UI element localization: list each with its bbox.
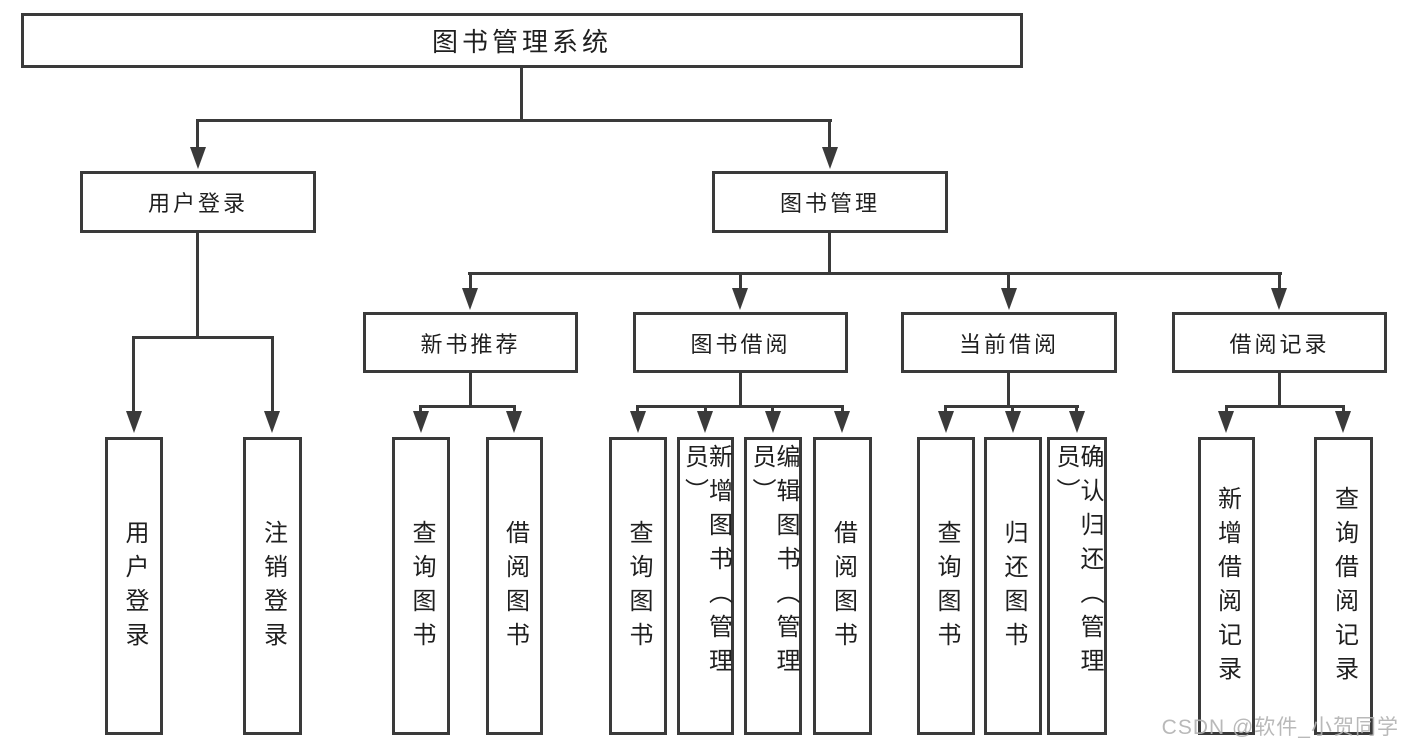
connector-line — [771, 405, 774, 414]
connector-line — [739, 373, 742, 408]
arrow-down-icon — [732, 288, 748, 310]
arrow-down-icon — [190, 147, 206, 169]
arrow-down-icon — [834, 411, 850, 433]
leaf-query-books-borrow: 查询图书 — [609, 437, 667, 735]
connector-line — [520, 68, 523, 122]
connector-line — [196, 119, 832, 122]
connector-line — [1011, 405, 1014, 414]
connector-line — [739, 272, 742, 290]
connector-line — [196, 119, 199, 150]
connector-line — [1007, 272, 1010, 290]
arrow-down-icon — [1005, 411, 1021, 433]
leaf-query-books-current: 查询图书 — [917, 437, 975, 735]
node-user-login: 用户登录 — [80, 171, 316, 233]
leaf-borrow-books: 借阅图书 — [813, 437, 872, 735]
arrow-down-icon — [126, 411, 142, 433]
connector-line — [469, 373, 472, 408]
node-current-borrow: 当前借阅 — [901, 312, 1117, 373]
arrow-down-icon — [822, 147, 838, 169]
arrow-down-icon — [413, 411, 429, 433]
connector-line — [271, 336, 274, 413]
connector-line — [1075, 405, 1078, 414]
connector-line — [636, 405, 639, 414]
leaf-return-book: 归还图书 — [984, 437, 1042, 735]
connector-line — [196, 233, 199, 339]
connector-line — [828, 119, 831, 150]
connector-line — [1278, 373, 1281, 408]
arrow-down-icon — [264, 411, 280, 433]
leaf-logout: 注销登录 — [243, 437, 302, 735]
connector-line — [841, 405, 844, 414]
arrow-down-icon — [1218, 411, 1234, 433]
connector-line — [1007, 373, 1010, 408]
arrow-down-icon — [765, 411, 781, 433]
arrow-down-icon — [630, 411, 646, 433]
leaf-user-login: 用户登录 — [105, 437, 163, 735]
connector-line — [132, 336, 135, 413]
arrow-down-icon — [1271, 288, 1287, 310]
connector-line — [636, 405, 844, 408]
node-borrow-records: 借阅记录 — [1172, 312, 1387, 373]
connector-line — [419, 405, 422, 414]
arrow-down-icon — [462, 288, 478, 310]
arrow-down-icon — [697, 411, 713, 433]
arrow-down-icon — [1335, 411, 1351, 433]
leaf-borrow-books-recommend: 借阅图书 — [486, 437, 543, 735]
leaf-query-borrow-record: 查询借阅记录 — [1314, 437, 1373, 735]
connector-line — [828, 233, 831, 275]
arrow-down-icon — [1001, 288, 1017, 310]
connector-line — [1225, 405, 1228, 414]
connector-line — [513, 405, 516, 414]
connector-line — [1225, 405, 1345, 408]
leaf-query-books-recommend: 查询图书 — [392, 437, 450, 735]
csdn-watermark: CSDN @软件_小贺同学 — [1161, 716, 1399, 739]
node-root-system: 图书管理系统 — [21, 13, 1023, 68]
connector-line — [704, 405, 707, 414]
arrow-down-icon — [1069, 411, 1085, 433]
node-new-book-recommend: 新书推荐 — [363, 312, 578, 373]
node-book-borrow: 图书借阅 — [633, 312, 848, 373]
arrow-down-icon — [938, 411, 954, 433]
leaf-add-book-admin: 新增图书（管理员） — [677, 437, 734, 735]
leaf-edit-book-admin: 编辑图书（管理员） — [744, 437, 802, 735]
connector-line — [469, 272, 472, 290]
node-book-management: 图书管理 — [712, 171, 948, 233]
leaf-add-borrow-record: 新增借阅记录 — [1198, 437, 1255, 735]
connector-line — [1342, 405, 1345, 414]
connector-line — [468, 272, 1282, 275]
connector-line — [132, 336, 274, 339]
connector-line — [1278, 272, 1281, 290]
leaf-confirm-return-admin: 确认归还（管理员） — [1047, 437, 1107, 735]
connector-line — [419, 405, 516, 408]
connector-line — [944, 405, 947, 414]
arrow-down-icon — [506, 411, 522, 433]
